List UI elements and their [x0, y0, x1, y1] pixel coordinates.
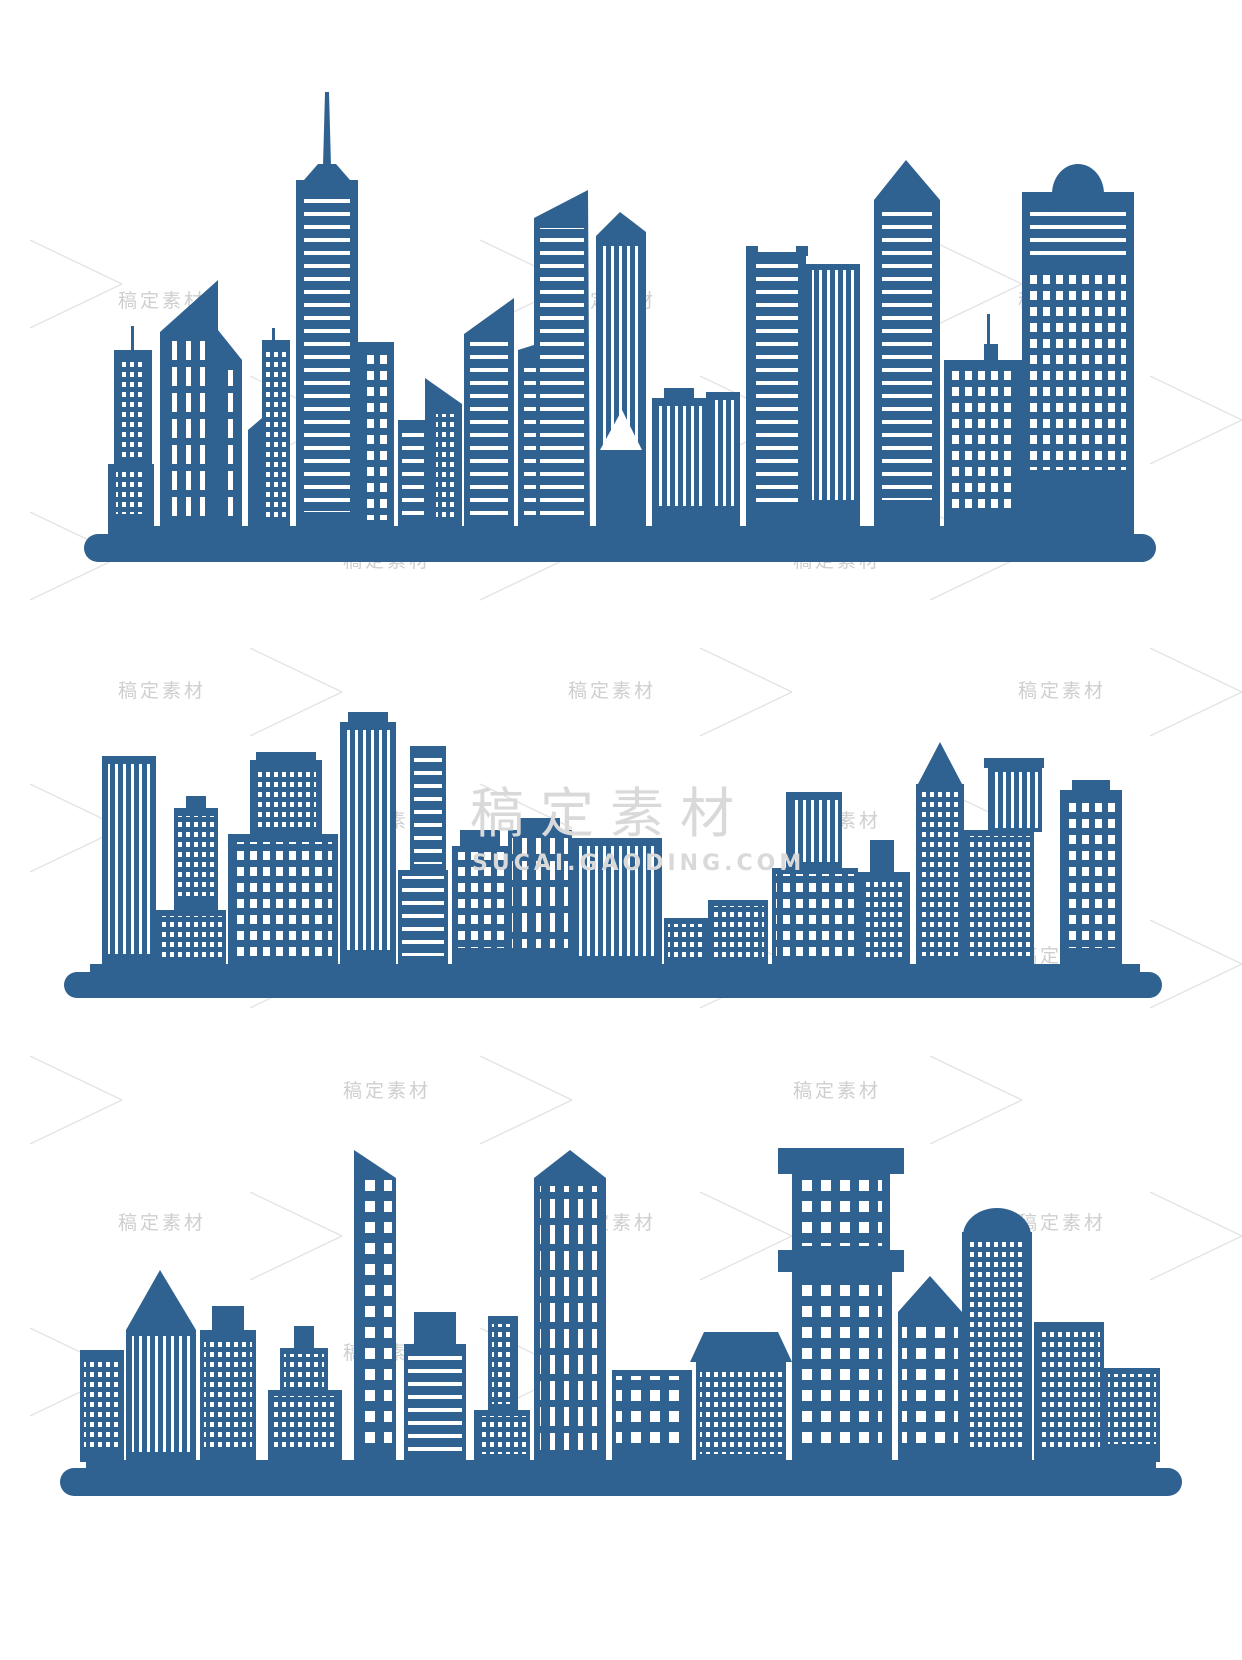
watermark-line	[479, 555, 573, 601]
watermark-line	[249, 1191, 343, 1237]
watermark-line	[929, 1099, 1023, 1145]
watermark-lines	[29, 239, 1242, 1417]
watermark-tile-text: 稿定素材	[118, 1212, 206, 1234]
watermark-line	[1149, 691, 1242, 737]
watermark-line	[1149, 919, 1242, 965]
watermark-line	[249, 691, 343, 737]
watermark-url-text: SUCAI.GAODING.COM	[472, 851, 805, 876]
watermark-line	[249, 647, 343, 693]
watermark-tile-text: 稿定素材	[1018, 680, 1106, 702]
skyline-top	[84, 92, 1156, 562]
watermark-line	[699, 647, 793, 693]
watermark-tile-text: 稿定素材	[793, 1080, 881, 1102]
watermark-line	[479, 1099, 573, 1145]
watermark-line	[1149, 963, 1242, 1009]
watermark-line	[699, 1235, 793, 1281]
watermark-tile-text: 稿定素材	[118, 680, 206, 702]
watermark-line	[29, 555, 123, 601]
watermark-line	[29, 283, 123, 329]
watermark-tile-text: 稿定素材	[343, 1080, 431, 1102]
skyline-bottom	[60, 1148, 1182, 1496]
watermark-line	[699, 691, 793, 737]
watermark-line	[29, 1055, 123, 1101]
watermark-line	[1149, 647, 1242, 693]
watermark-line	[929, 555, 1023, 601]
watermark-line	[929, 1055, 1023, 1101]
watermark-line	[479, 1055, 573, 1101]
watermark-line	[1149, 1235, 1242, 1281]
watermark-line	[249, 1235, 343, 1281]
watermark-tile-text: 稿定素材	[568, 680, 656, 702]
watermark-line	[29, 239, 123, 285]
watermark-line	[929, 239, 1023, 285]
watermark-line	[1149, 1191, 1242, 1237]
watermark-center: 稿定素材 SUCAI.GAODING.COM	[470, 782, 805, 876]
watermark-line	[699, 1191, 793, 1237]
watermark-large-text: 稿定素材	[470, 782, 750, 845]
skyline-middle	[64, 712, 1162, 998]
watermark-tile-text: 稿定素材	[1018, 1212, 1106, 1234]
watermark-line	[1149, 419, 1242, 465]
watermark-line	[29, 1099, 123, 1145]
watermark-line	[1149, 375, 1242, 421]
watermark-tile-text: 稿定素材	[118, 290, 206, 312]
watermark-line	[929, 283, 1023, 329]
